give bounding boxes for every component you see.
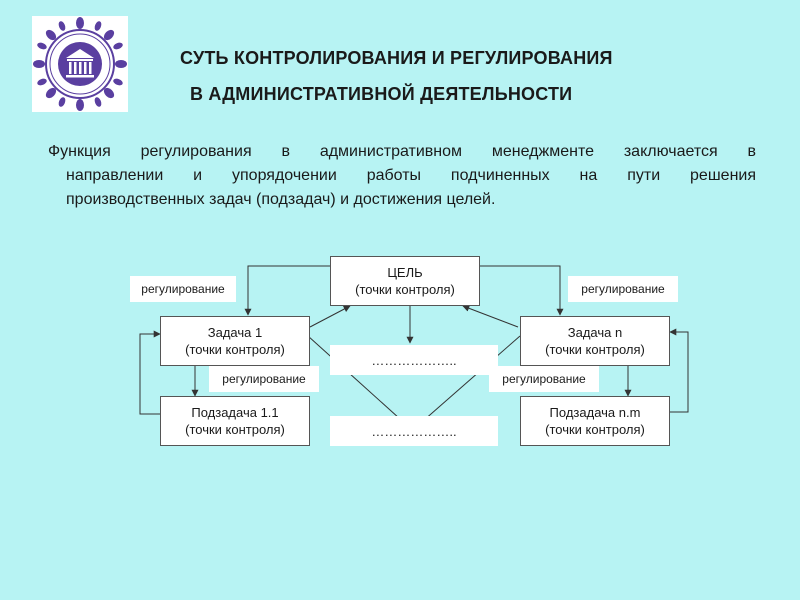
task1-subtitle: (точки контроля): [185, 342, 285, 357]
connector-subtask-task1: [139, 330, 161, 415]
taskn-box: Задача n (точки контроля): [520, 316, 670, 366]
connector-goal-task1: [244, 265, 330, 316]
taskn-title: Задача n: [567, 325, 623, 340]
subtask-1-1-subtitle: (точки контроля): [185, 422, 285, 437]
middle-placeholder: ………………..: [330, 345, 498, 375]
task1-title: Задача 1: [207, 325, 263, 340]
subtask-n-m-box: Подзадача n.m (точки контроля): [520, 396, 670, 446]
bottom-placeholder: ………………..: [330, 416, 498, 446]
paragraph-line-2: направлении и упорядочении работы подчин…: [66, 167, 756, 184]
subtask-1-1-title: Подзадача 1.1: [191, 405, 279, 420]
regulation-label-mid-left: регулирование: [209, 366, 319, 392]
page-title-line-1: СУТЬ КОНТРОЛИРОВАНИЯ И РЕГУЛИРОВАНИЯ: [180, 48, 613, 68]
regulation-label-top-left: регулирование: [130, 276, 236, 302]
paragraph-line-3: производственных задач (подзадач) и дост…: [66, 191, 496, 208]
university-logo: [32, 16, 128, 112]
page-title-line-2: В АДМИНИСТРАТИВНОЙ ДЕЯТЕЛЬНОСТИ: [190, 84, 573, 104]
subtask-n-m-subtitle: (точки контроля): [545, 422, 645, 437]
goal-box: ЦЕЛЬ (точки контроля): [330, 256, 480, 306]
connector-subtask-taskn: [668, 328, 689, 413]
university-emblem-icon: [33, 17, 127, 111]
connector-goal-taskn: [480, 265, 564, 316]
subtask-n-m-title: Подзадача n.m: [549, 405, 641, 420]
goal-title: ЦЕЛЬ: [387, 265, 423, 280]
description-paragraph: Функция регулирования в административном…: [48, 140, 756, 212]
paragraph-line-1: Функция регулирования в административном…: [48, 143, 756, 160]
connector-task1-goal: [309, 305, 351, 328]
regulation-label-mid-right: регулирование: [489, 366, 599, 392]
goal-subtitle: (точки контроля): [355, 282, 455, 297]
connector-taskn-goal: [462, 304, 519, 328]
subtask-1-1-box: Подзадача 1.1 (точки контроля): [160, 396, 310, 446]
taskn-subtitle: (точки контроля): [545, 342, 645, 357]
task1-box: Задача 1 (точки контроля): [160, 316, 310, 366]
regulation-label-top-right: регулирование: [568, 276, 678, 302]
